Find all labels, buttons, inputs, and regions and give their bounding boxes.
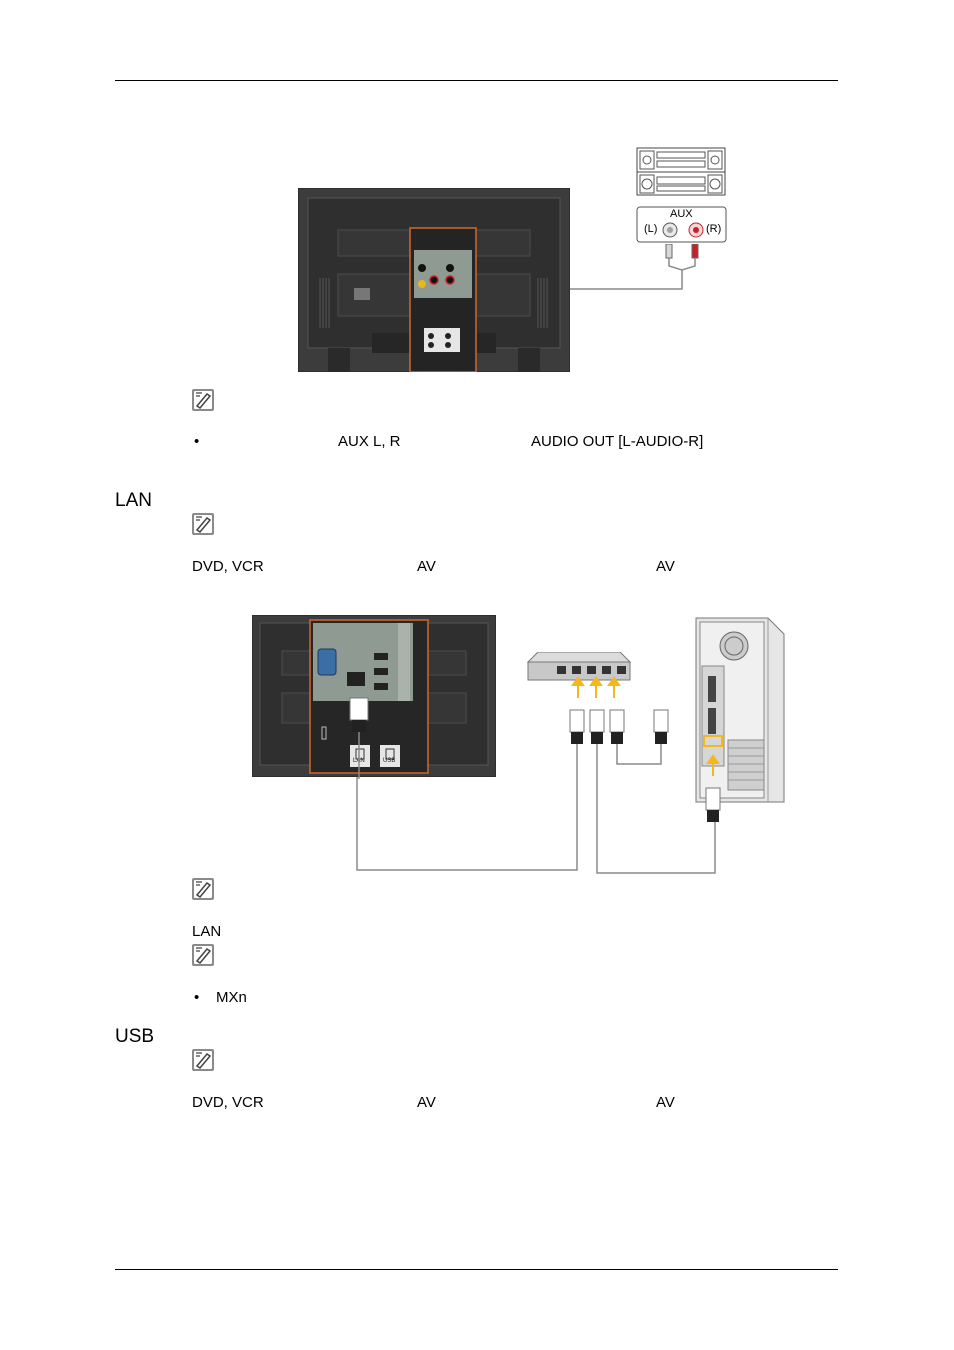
aux-right-label: (R): [706, 223, 722, 235]
aux-bullet-part2: AUDIO OUT [L-AUDIO-R]: [531, 433, 704, 450]
aux-bullet-part1: AUX L, R: [338, 433, 401, 450]
network-hub-illustration: [526, 652, 632, 681]
lan-heading: LAN: [115, 490, 152, 511]
header-rule: [115, 80, 838, 81]
pc-tower-illustration: [695, 617, 785, 803]
note-icon: [192, 878, 214, 900]
monitor-rear-illustration: [252, 615, 496, 777]
footer-rule: [115, 1269, 838, 1270]
lan-line-part1: DVD, VCR: [192, 558, 264, 575]
note-icon: [192, 513, 214, 535]
lan-line-part2: AV: [417, 558, 436, 575]
aux-bullet: •: [194, 433, 200, 450]
note-icon: [192, 389, 214, 411]
usb-line-part1: DVD, VCR: [192, 1094, 264, 1111]
lan-bullet: •: [194, 989, 200, 1006]
monitor-rear-illustration: [298, 188, 570, 372]
aux-left-label: (L): [644, 223, 658, 235]
usb-line-part3: AV: [656, 1094, 675, 1111]
lan-cables: [349, 697, 721, 874]
lan-note-text: LAN: [192, 923, 222, 940]
note-icon: [192, 944, 214, 966]
aux-input-panel: [636, 206, 727, 243]
hub-arrows: [571, 676, 621, 698]
lan-line-part3: AV: [656, 558, 675, 575]
usb-heading: USB: [115, 1026, 155, 1047]
stereo-system-illustration: [636, 147, 726, 196]
aux-label: AUX: [670, 208, 693, 220]
panel-usb-label: USB: [383, 758, 396, 764]
lan-bullet-text: MXn: [216, 989, 247, 1006]
usb-line-part2: AV: [417, 1094, 436, 1111]
note-icon: [192, 1049, 214, 1071]
